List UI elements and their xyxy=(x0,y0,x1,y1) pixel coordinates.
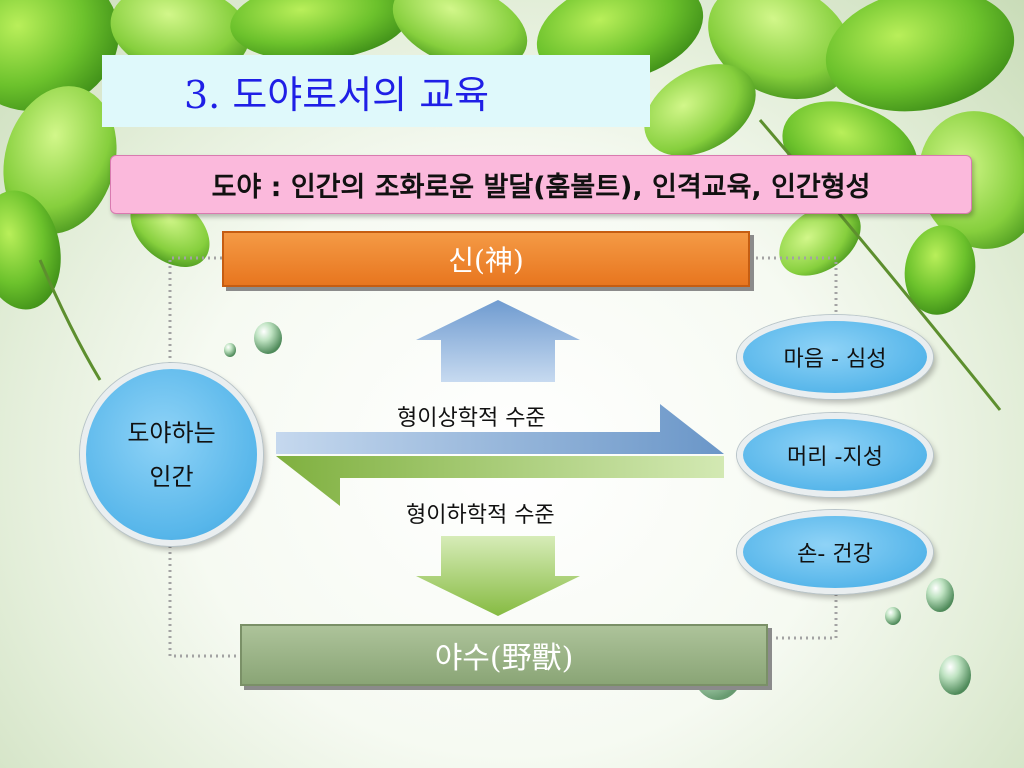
right-arrow-icon xyxy=(276,404,724,454)
page-title: 3. 도야로서의 교육 xyxy=(184,72,490,117)
lower-level-label: 형이하학적 수준 xyxy=(406,503,555,528)
definition-text: 도야 : 인간의 조화로운 발달(훔볼트), 인격교육, 인간형성 xyxy=(211,172,871,203)
beast-label: 야수(野獸) xyxy=(434,641,574,676)
beast-box: 야수(野獸) xyxy=(240,624,768,686)
down-arrow-icon xyxy=(416,536,580,616)
definition-box: 도야 : 인간의 조화로운 발달(훔볼트), 인격교육, 인간형성 xyxy=(110,155,972,214)
god-label: 신(神) xyxy=(448,244,524,277)
upper-level-label: 형이상학적 수준 xyxy=(397,406,546,431)
aspect-mind-oval: 마음 - 심성 xyxy=(737,315,933,399)
human-circle: 도야하는 인간 xyxy=(80,363,263,546)
human-label-line1: 도야하는 xyxy=(127,418,216,447)
aspect-hand-label: 손- 건강 xyxy=(797,542,873,567)
god-box: 신(神) xyxy=(222,231,750,287)
aspect-hand-oval: 손- 건강 xyxy=(737,510,933,594)
aspect-head-label: 머리 -지성 xyxy=(787,445,883,470)
aspect-mind-label: 마음 - 심성 xyxy=(783,347,887,372)
aspect-head-oval: 머리 -지성 xyxy=(737,413,933,497)
up-arrow-icon xyxy=(416,300,580,382)
human-label-line2: 인간 xyxy=(149,462,194,491)
title-box: 3. 도야로서의 교육 xyxy=(102,55,650,127)
left-arrow-icon xyxy=(276,456,724,506)
